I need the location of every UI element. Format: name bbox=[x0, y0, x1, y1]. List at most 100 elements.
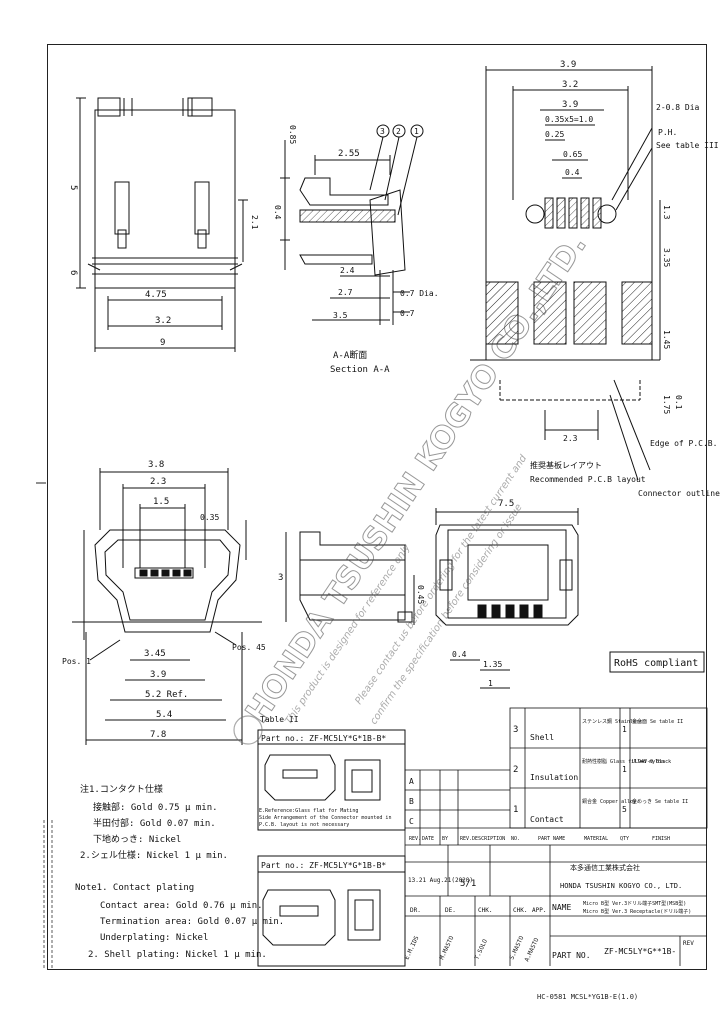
front-dim-345: 3.45 bbox=[144, 649, 166, 659]
pcb-note-ph: P.H. bbox=[658, 128, 677, 137]
rev-header-date: DATE bbox=[422, 836, 434, 842]
rear-dim-135: 1.35 bbox=[483, 660, 502, 669]
sec-dim-27: 2.7 bbox=[338, 288, 353, 297]
parts-a-title: Part no.: ZF-MC5LY*G*1B-B* bbox=[261, 734, 386, 743]
row-1-finish: 金めっき Se table II bbox=[632, 798, 688, 805]
rear-dim-04: 0.4 bbox=[452, 650, 467, 659]
tbl-header-qty: QTY bbox=[620, 836, 629, 842]
tbl-header-no: NO. bbox=[511, 836, 520, 842]
pcb-dim-23: 2.3 bbox=[563, 434, 578, 443]
name-label: NAME bbox=[552, 903, 571, 912]
sec-dim-24: 2.4 bbox=[340, 266, 355, 275]
pcb-label-en: Recommended P.C.B layout bbox=[530, 475, 646, 484]
section-label-en: Section A-A bbox=[330, 365, 390, 375]
front-dim-52: 5.2 Ref. bbox=[145, 690, 188, 700]
pcb-dim-145: 1.45 bbox=[662, 330, 671, 349]
notes-en-1: Contact area: Gold 0.76 μ min. bbox=[100, 901, 263, 911]
sec-dim-35: 3.5 bbox=[333, 311, 348, 320]
rear-view bbox=[435, 508, 579, 689]
row-2-mat: 耐熱性樹脂 Glass filled nylon bbox=[582, 758, 664, 765]
top-dim-5: 5 bbox=[68, 185, 78, 190]
notes-block: 注1.コンタクト仕様 接触部: Gold 0.75 μ min. 半田付部: G… bbox=[75, 783, 284, 960]
rev-header-rev: REV. bbox=[409, 836, 421, 842]
title-company: HONDA TSUSHIN KOGYO CO., LTD. bbox=[560, 882, 682, 890]
tbl-header-part: PART NAME bbox=[538, 836, 565, 842]
pcb-dim-335: 3.35 bbox=[662, 248, 671, 267]
notes-en-3: Underplating: Nickel bbox=[100, 933, 208, 943]
front-dim-23: 2.3 bbox=[150, 477, 166, 487]
section-label-jp: A-A断面 bbox=[333, 349, 367, 361]
front-view bbox=[72, 468, 262, 745]
role-chk2: CHK. bbox=[513, 907, 527, 914]
parts-a-note-2: Side Arrangement of the Connector mounte… bbox=[259, 815, 391, 821]
top-dim-6: 6 bbox=[68, 270, 78, 275]
pcb-label-jp: 推奨基板レイアウト bbox=[530, 460, 602, 470]
front-pos-1: Pos. 1 bbox=[62, 657, 91, 666]
top-view bbox=[76, 97, 248, 352]
notes-en-2: Termination area: Gold 0.07 μ min. bbox=[100, 917, 284, 927]
row-3-mat: ステンレス鋼 Stainless bbox=[582, 718, 642, 725]
signature-1: E.M.IDS bbox=[403, 935, 420, 961]
watermark: HONDA TSUSHIN KOGYO CO.,LTD. This produc… bbox=[233, 227, 594, 745]
pcb-dim-01: 0.1 bbox=[674, 395, 683, 410]
name-en: Micro B型 Ver.3 Receptacle(ドリル端子) bbox=[583, 908, 691, 915]
rev-header-by: BY bbox=[442, 836, 448, 842]
name-jp: Micro B型 Ver.3ドリル端子SMT型(MSB型) bbox=[583, 900, 686, 907]
signature-5: A.MASTO bbox=[523, 937, 540, 963]
front-dim-54: 5.4 bbox=[156, 710, 172, 720]
pcb-dim-13: 1.3 bbox=[662, 205, 671, 220]
side-dim-3: 3 bbox=[278, 573, 283, 583]
rev-mark-a: A bbox=[409, 777, 414, 786]
section-view bbox=[280, 124, 424, 325]
front-pos-45: Pos. 45 bbox=[232, 643, 266, 652]
signature-2: M.MASTO bbox=[438, 935, 455, 961]
role-chk1: CHK. bbox=[478, 907, 492, 914]
top-dim-475: 4.75 bbox=[145, 290, 167, 300]
side-dim-045: 0.45 bbox=[416, 585, 425, 604]
table-row-2: 2 Insulation 耐熱性樹脂 Glass filled nylon 1 … bbox=[513, 758, 671, 782]
pcb-layout bbox=[470, 66, 661, 481]
pcb-dim-39-b: 3.9 bbox=[562, 100, 578, 110]
front-dim-035: 0.35 bbox=[200, 513, 219, 522]
row-2-qty: 1 bbox=[622, 765, 627, 774]
sec-dim-255: 2.55 bbox=[338, 149, 360, 159]
row-1-part: Contact bbox=[530, 815, 564, 824]
rear-dim-1: 1 bbox=[488, 679, 493, 688]
notes-jp-3: 下地めっき: Nickel bbox=[93, 833, 181, 845]
rohs-label: RoHS compliant bbox=[614, 658, 698, 669]
part-no-value: ZF-MC5LY*G**1B- bbox=[604, 947, 676, 956]
pcb-dim-025: 0.25 bbox=[545, 130, 564, 139]
signature-4: S.MASTO bbox=[508, 935, 525, 961]
top-dim-9: 9 bbox=[160, 338, 165, 348]
pcb-dim-065: 0.65 bbox=[563, 150, 582, 159]
pcb-connector: Connector outline bbox=[638, 489, 720, 498]
notes-jp-title: 注1.コンタクト仕様 bbox=[80, 783, 163, 795]
rohs-box bbox=[609, 651, 705, 673]
sec-dim-dia: 0.7 Dia. bbox=[400, 289, 439, 298]
sec-dim-07: 0.7 bbox=[400, 309, 415, 318]
callout-3: 3 bbox=[380, 127, 385, 136]
sec-dim-04: 0.4 bbox=[273, 205, 282, 220]
row-3-part: Shell bbox=[530, 733, 554, 742]
parts-a-note-1: E.Reference:Glass flat for Mating bbox=[259, 808, 358, 814]
row-3-no: 3 bbox=[513, 725, 518, 735]
notes-jp-2: 半田付部: Gold 0.07 min. bbox=[93, 817, 216, 829]
top-dim-32: 3.2 bbox=[155, 316, 171, 326]
tbl-header-finish: FINISH bbox=[652, 836, 670, 842]
pcb-edge: Edge of P.C.B. bbox=[650, 439, 717, 448]
rev-header-desc: REV.DESCRIPTION bbox=[460, 836, 505, 842]
notes-jp-4: 2.シェル仕様: Nickel 1 μ min. bbox=[80, 849, 228, 861]
front-dim-39: 3.9 bbox=[150, 670, 166, 680]
pcb-dim-32: 3.2 bbox=[562, 80, 578, 90]
parts-box-a bbox=[257, 729, 406, 831]
table-row-1: 1 Contact 銅合金 Copper alloy 5 金めっき Se tab… bbox=[513, 798, 688, 824]
table-row-3: 3 Shell ステンレス鋼 Stainless 1 金全面 Se table … bbox=[513, 718, 683, 742]
drawing-frame bbox=[47, 44, 707, 970]
signature-3: T.SOLO bbox=[473, 938, 489, 961]
pcb-note-table: See table III bbox=[656, 141, 719, 150]
row-2-part: Insulation bbox=[530, 773, 578, 782]
row-2-no: 2 bbox=[513, 765, 518, 775]
row-1-mat: 銅合金 Copper alloy bbox=[582, 798, 636, 805]
sec-dim-085: 0.85 bbox=[288, 125, 297, 144]
